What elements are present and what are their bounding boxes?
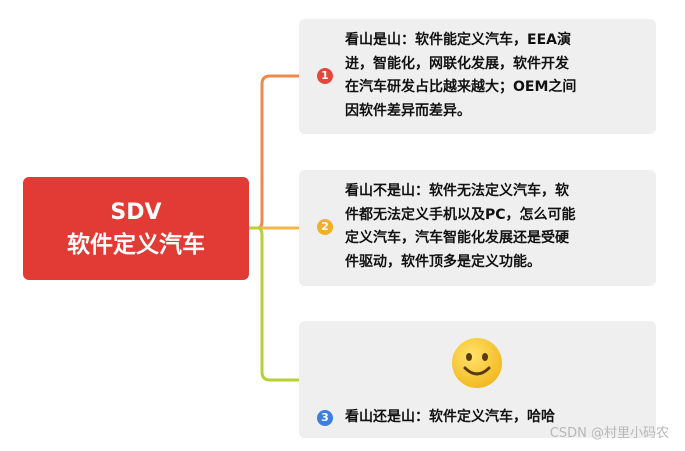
branch-3-text: 看山还是山：软件定义汽车，哈哈 [345, 409, 555, 425]
root-topic[interactable]: SDV 软件定义汽车 [23, 177, 249, 280]
root-topic-subtitle: 软件定义汽车 [67, 231, 205, 258]
marker-2-icon: 2 [317, 219, 333, 235]
connector-branch-1 [249, 74, 299, 230]
branch-card-1[interactable]: 1 看山是山：软件能定义汽车，EEA演 进，智能化，网联化发展，软件开发 在汽车… [299, 19, 656, 134]
branch-1-text: 看山是山：软件能定义汽车，EEA演 进，智能化，网联化发展，软件开发 在汽车研发… [345, 32, 577, 119]
watermark: CSDN @村里小码农 [549, 426, 669, 441]
connector-branch-3 [249, 226, 299, 382]
branch-card-3[interactable]: 3 看山还是山：软件定义汽车，哈哈 [299, 321, 656, 438]
marker-3-icon: 3 [317, 410, 333, 426]
marker-1-icon: 1 [317, 68, 333, 84]
branch-2-text: 看山不是山：软件无法定义汽车，软 件都无法定义手机以及PC，怎么可能 定义汽车，… [345, 183, 576, 270]
smiley-face-icon [452, 338, 502, 388]
branch-card-2[interactable]: 2 看山不是山：软件无法定义汽车，软 件都无法定义手机以及PC，怎么可能 定义汽… [299, 170, 656, 286]
root-topic-title: SDV [110, 199, 162, 225]
